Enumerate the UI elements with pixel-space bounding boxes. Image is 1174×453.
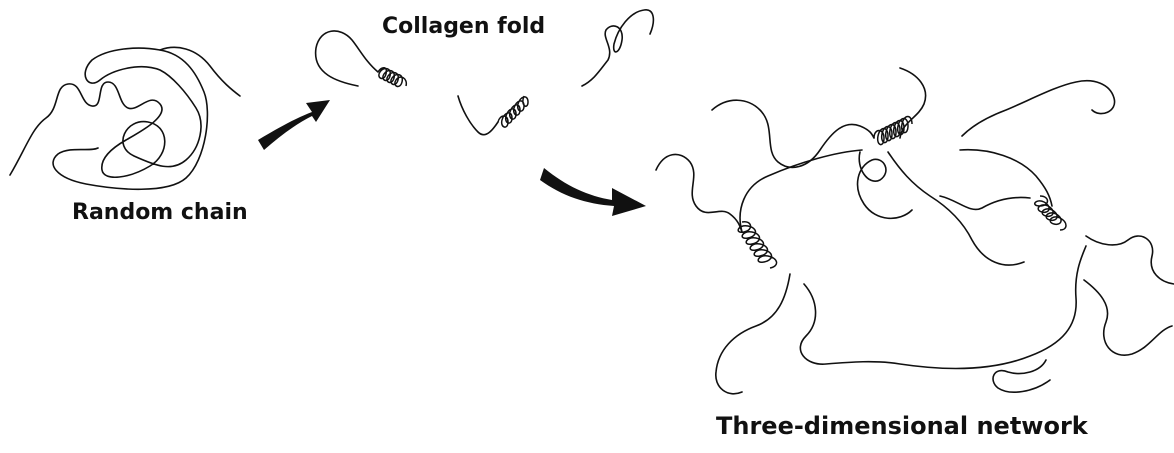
network-strand-8: [800, 246, 1086, 368]
collagen-helix-2: [498, 96, 528, 127]
arrow-2: [540, 168, 646, 216]
network-junction-helix-left: [738, 222, 776, 268]
collagen-fold-label: Collagen fold: [382, 14, 545, 39]
random-chain-label: Random chain: [72, 200, 248, 225]
network-strand-5: [858, 152, 912, 218]
random-chain-strand: [10, 48, 207, 189]
network-strand-1: [656, 154, 742, 232]
network-figure: [656, 68, 1174, 394]
network-strand-2: [712, 100, 874, 167]
network-strand-11: [940, 196, 1030, 209]
network-strand-4: [900, 68, 1115, 138]
network-junction-helix-top: [874, 117, 912, 145]
network-strand-7: [716, 274, 790, 394]
network-strand-9: [1084, 280, 1172, 355]
arrow-1: [258, 100, 330, 150]
network-label: Three-dimensional network: [716, 412, 1088, 440]
network-strand-6: [1086, 236, 1174, 284]
random-chain-figure: [10, 47, 240, 189]
network-strand-12: [888, 152, 1024, 265]
collagen-helix-1: [378, 68, 406, 87]
random-chain-tail: [160, 47, 240, 96]
